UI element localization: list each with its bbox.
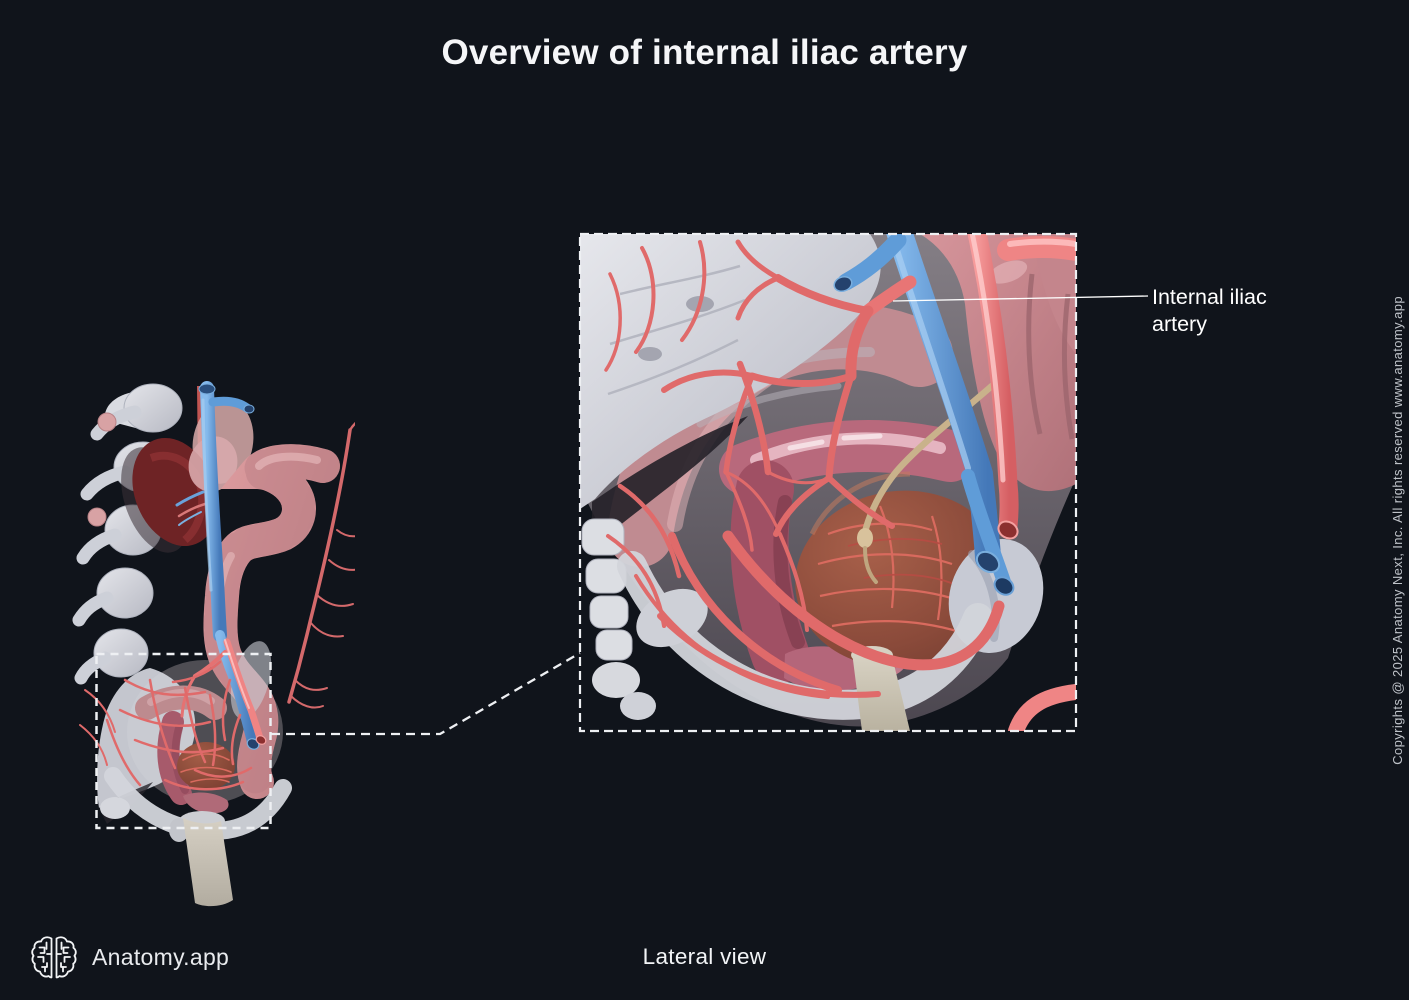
view-label: Lateral view (642, 944, 767, 969)
brain-right-hemisphere (55, 936, 77, 979)
brain-left-hemisphere (31, 936, 53, 979)
renal-vessels (175, 490, 207, 526)
copyright-text-container: Copyrights @ 2025 Anatomy Next, Inc. All… (1390, 250, 1405, 810)
brand-name: Anatomy.app (92, 943, 230, 970)
copyright-text: Copyrights @ 2025 Anatomy Next, Inc. All… (1390, 295, 1405, 765)
annotation-label: Internal iliac artery (1152, 285, 1267, 336)
detail-figure (580, 234, 1076, 731)
kidney (121, 436, 238, 553)
brand-lockup: Anatomy.app (30, 933, 229, 981)
page-title: Overview of internal iliac artery (441, 33, 968, 72)
inferior-vena-cava (198, 381, 255, 642)
overview-figure (72, 381, 355, 907)
brain-icon (31, 936, 77, 979)
